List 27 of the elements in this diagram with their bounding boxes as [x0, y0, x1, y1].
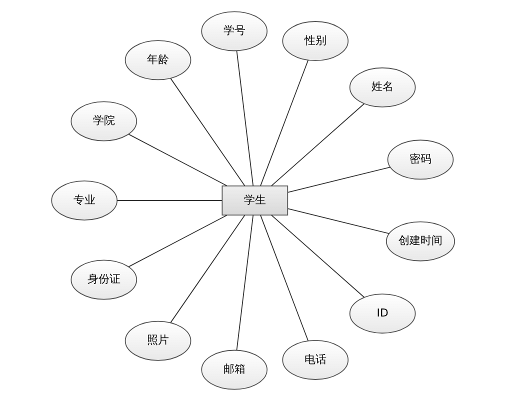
- node-ellipse: ID: [349, 294, 416, 334]
- node-ellipse: 姓名: [349, 67, 416, 108]
- node-ellipse: 性别: [282, 21, 349, 62]
- node-ellipse: 邮箱: [201, 350, 268, 390]
- node-ellipse: 学号: [201, 11, 268, 52]
- node-ellipse: 专业: [51, 180, 118, 220]
- node-box: 学生: [222, 186, 288, 216]
- connector: [288, 208, 390, 234]
- connector: [260, 214, 309, 342]
- connector: [270, 103, 365, 186]
- connector: [288, 166, 391, 193]
- connector: [128, 214, 228, 268]
- node-ellipse: 学院: [70, 101, 138, 142]
- connector: [270, 214, 365, 298]
- node-ellipse: 照片: [124, 320, 192, 361]
- connector: [170, 78, 246, 186]
- connector: [116, 200, 222, 201]
- connector: [170, 214, 246, 323]
- connector: [260, 60, 309, 186]
- node-ellipse: 身份证: [70, 260, 138, 300]
- node-ellipse: 年龄: [124, 40, 192, 80]
- connector: [236, 214, 254, 351]
- connector: [236, 50, 254, 186]
- node-ellipse: 密码: [387, 140, 454, 180]
- node-ellipse: 创建时间: [386, 221, 456, 262]
- node-ellipse: 电话: [282, 340, 349, 380]
- connector: [128, 134, 228, 186]
